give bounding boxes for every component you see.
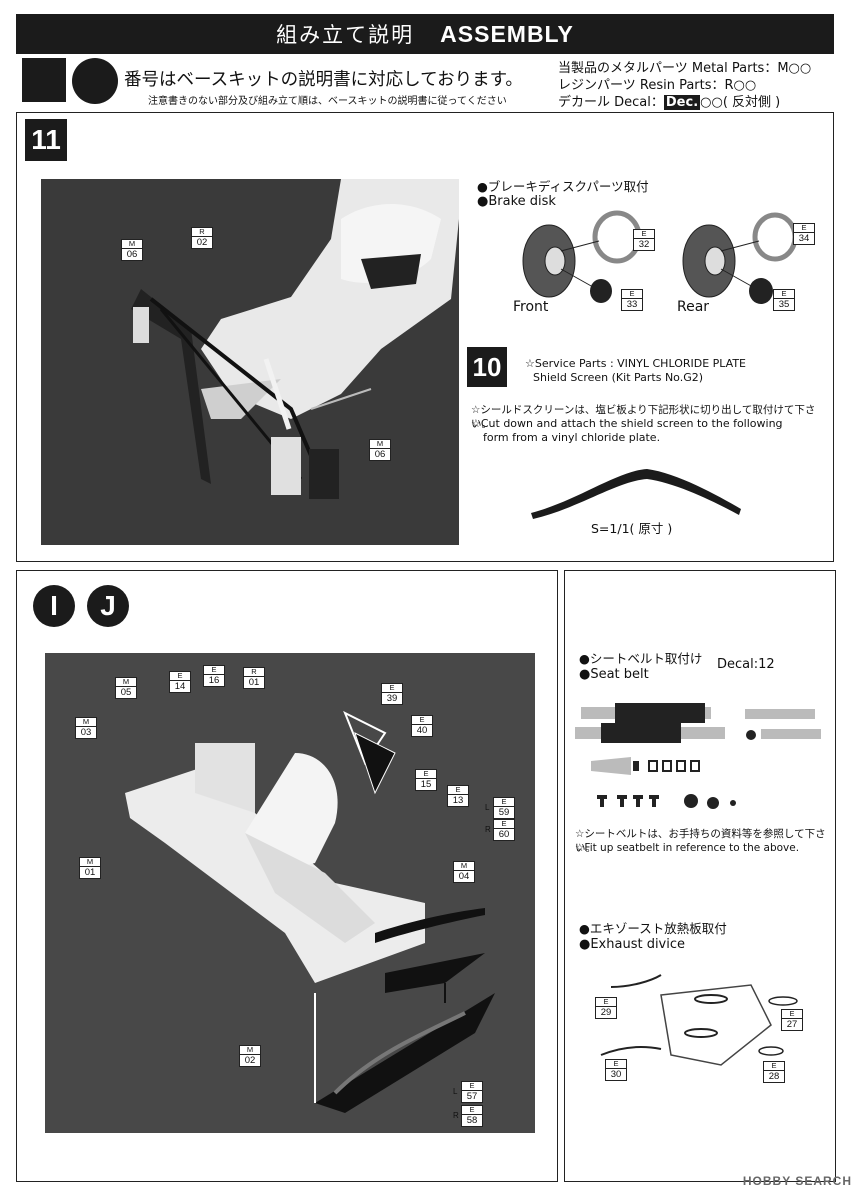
label-r-60: R: [485, 825, 491, 834]
base-kit-subnote: 注意書きのない部分及び組み立て順は、ベースキットの説明書に従ってください: [148, 96, 507, 107]
brake-disk-title-jp: ●ブレーキディスクパーツ取付: [477, 179, 649, 194]
front-wing-illustration: [125, 710, 495, 1113]
legend-decal-suffix: ○○( 反対側 ): [700, 95, 781, 110]
shield-scale-label: S=1/1( 原寸 ): [591, 521, 673, 536]
legend-metal: 当製品のメタルパーツ Metal Parts：M○○: [558, 61, 812, 76]
exhaust-diagram: [600, 974, 798, 1066]
decal-badge: Dec.: [663, 95, 701, 110]
brake-disk-title-en: ●Brake disk: [477, 194, 556, 209]
shield-note-jp: ☆シールドスクリーンは、塩ビ板より下記形状に切り出して取付けて下さい。: [471, 404, 816, 430]
hobby-search-watermark: HOBBY SEARCH: [742, 1174, 852, 1188]
base-kit-note: 番号はベースキットの説明書に対応しております。: [124, 70, 523, 90]
service-parts-line2: Shield Screen (Kit Parts No.G2): [533, 371, 704, 384]
exhaust-title-en: ●Exhaust divice: [579, 937, 686, 952]
header-title-jp: 組み立て説明: [276, 23, 415, 47]
label-l-59: L: [485, 803, 490, 812]
legend-resin: レジンパーツ Resin Parts：R○○: [558, 78, 757, 93]
shield-screen-template: [531, 469, 741, 519]
step-i-letter: I: [33, 585, 75, 627]
label-l-57: L: [453, 1087, 458, 1096]
service-parts-line1: ☆Service Parts : VINYL CHLORIDE PLATE: [525, 357, 747, 370]
shield-note-en-2: form from a vinyl chloride plate.: [483, 431, 661, 444]
seatbelt-title-en: ●Seat belt: [579, 667, 649, 682]
legend-decal: デカール Decal：Dec.○○( 反対側 ): [558, 91, 780, 110]
brake-front-label: Front: [513, 299, 549, 315]
shield-note-en-1: ☆Cut down and attach the shield screen t…: [471, 417, 783, 430]
seatbelt-exhaust-panel: ●シートベルト取付け ●Seat belt Decal:12 ☆シートベルトは、…: [564, 570, 836, 1182]
seatbelt-diagram: [575, 703, 821, 809]
header-title-en: ASSEMBLY: [440, 20, 574, 47]
seatbelt-note-en: ☆Fit up seatbelt in reference to the abo…: [575, 842, 800, 854]
circle-step-marker: [72, 58, 118, 104]
step-10-number: 10: [467, 347, 507, 387]
front-suspension-illustration: [131, 179, 459, 499]
legend-decal-label: デカール Decal：: [558, 95, 664, 110]
seatbelt-title-jp: ●シートベルト取付け: [579, 651, 703, 666]
step-j-letter: J: [87, 585, 129, 627]
square-step-marker: [22, 58, 66, 102]
label-r-58: R: [453, 1111, 459, 1120]
seatbelt-note-jp: ☆シートベルトは、お手持ちの資料等を参照して下さい。: [575, 828, 826, 854]
brake-disk-diagram: [522, 210, 798, 304]
assembly-header-bar: 組み立て説明 ASSEMBLY: [16, 14, 834, 54]
brake-rear-label: Rear: [677, 299, 710, 315]
step-11-number: 11: [25, 119, 67, 161]
seatbelt-decal-label: Decal:12: [717, 657, 775, 672]
exhaust-title-jp: ●エキゾースト放熱板取付: [579, 921, 727, 936]
